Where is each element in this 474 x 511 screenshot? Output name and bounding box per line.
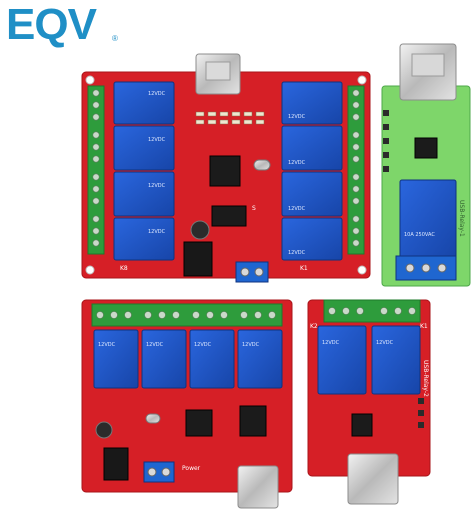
electrolytic-capacitor	[95, 421, 113, 439]
usb-interface-chip	[239, 405, 267, 437]
relay	[317, 325, 367, 395]
two-channel-relay-board: 12VDC 12VDC K2 K1 USB-Relay-2	[307, 299, 431, 505]
relay	[371, 325, 421, 395]
terminal-screw	[240, 267, 250, 277]
relay-rating-text: 12VDC	[98, 342, 116, 348]
relay-rating-text: 12VDC	[148, 91, 166, 97]
brand-logo: EQV ®	[0, 0, 130, 50]
relay	[93, 329, 139, 389]
relay-rating-text: 12VDC	[288, 206, 306, 212]
terminal-screws-left	[92, 89, 100, 247]
terminal-screws-top	[328, 307, 416, 315]
label-k1: K1	[300, 265, 308, 272]
relay-rating-text: 12VDC	[242, 342, 260, 348]
mount-hole	[357, 75, 367, 85]
label-12v-minus: 12V-	[268, 283, 282, 290]
relay-rating-text: 12VDC	[288, 160, 306, 166]
relay	[281, 217, 343, 261]
relay-rating-text: 12VDC	[288, 114, 306, 120]
relay-rating-text: 12VDC	[376, 340, 394, 346]
terminal-screw	[147, 467, 157, 477]
relay-rating-text: 12VDC	[148, 229, 166, 235]
dc-power-jack	[103, 447, 129, 481]
relay-rating-text: 12VDC	[322, 340, 340, 346]
board-model-label: USB-Relay-2	[422, 360, 429, 397]
usb-port-opening	[205, 61, 231, 81]
power-terminal-block	[143, 461, 175, 483]
registered-mark: ®	[112, 34, 118, 43]
mount-hole	[357, 265, 367, 275]
mount-hole	[85, 75, 95, 85]
pin-header	[418, 398, 424, 428]
relay	[237, 329, 283, 389]
label-k1: K1	[420, 323, 428, 330]
terminal-screws-top	[96, 311, 276, 319]
usb-b-connector	[347, 453, 399, 505]
relay-rating-text: 12VDC	[146, 342, 164, 348]
mount-hole	[85, 265, 95, 275]
usb-interface-chip	[351, 413, 373, 437]
relay	[113, 171, 175, 217]
crystal-oscillator	[145, 413, 161, 424]
relay-rating-text: 10A 250VAC	[404, 232, 435, 238]
terminal-screw	[405, 263, 415, 273]
smd-components	[195, 111, 265, 125]
usb-b-connector	[237, 465, 279, 509]
relay	[399, 179, 457, 259]
label-s: S	[252, 205, 256, 212]
eight-channel-relay-board: 12VDC 12VDC 12VDC 12VDC 12VDC 12VDC 12VD…	[81, 53, 371, 290]
relay	[189, 329, 235, 389]
relay-rating-text: 12VDC	[288, 250, 306, 256]
relay	[113, 81, 175, 125]
single-channel-relay-board: 10A 250VAC USB-Relay-1	[381, 43, 471, 287]
relays-left-column: 12VDC 12VDC 12VDC 12VDC	[113, 81, 175, 261]
label-k2: K2	[310, 323, 318, 330]
terminal-screw	[437, 263, 447, 273]
relay	[141, 329, 187, 389]
terminal-screws-right	[352, 89, 360, 247]
relay-rating-text: 12VDC	[194, 342, 212, 348]
usb-interface-chip	[414, 137, 438, 159]
electrolytic-capacitor	[190, 220, 210, 240]
terminal-block-right	[347, 85, 365, 255]
crystal-oscillator	[253, 159, 271, 171]
relay-rating-text: 12VDC	[148, 183, 166, 189]
terminal-block-top	[323, 299, 421, 323]
terminal-screw	[254, 267, 264, 277]
power-terminal-block	[235, 261, 269, 283]
relay	[113, 217, 175, 261]
pin-header	[383, 110, 389, 172]
microcontroller-chip	[185, 409, 213, 437]
four-channel-relay-board: 12VDC 12VDC 12VDC 12VDC Power	[81, 299, 293, 509]
relay	[281, 125, 343, 171]
power-label: Power	[182, 465, 201, 472]
terminal-screw	[421, 263, 431, 273]
relay-rating-text: 12VDC	[148, 137, 166, 143]
usb-interface-chip	[211, 205, 247, 227]
terminal-screw	[161, 467, 171, 477]
board-model-label: USB-Relay-1	[458, 200, 465, 237]
relays-right-column: 12VDC 12VDC 12VDC 12VDC	[281, 81, 343, 261]
terminal-block-top	[91, 303, 283, 327]
microcontroller-chip	[209, 155, 241, 187]
usb-port-opening	[411, 53, 445, 77]
relay	[113, 125, 175, 171]
label-k8: K8	[120, 265, 128, 272]
dc-power-jack	[183, 241, 213, 277]
terminal-block-left	[87, 85, 105, 255]
label-12v-plus: 12V+	[214, 283, 231, 290]
relay	[281, 171, 343, 217]
brand-name: EQV	[6, 0, 97, 49]
relay	[281, 81, 343, 125]
